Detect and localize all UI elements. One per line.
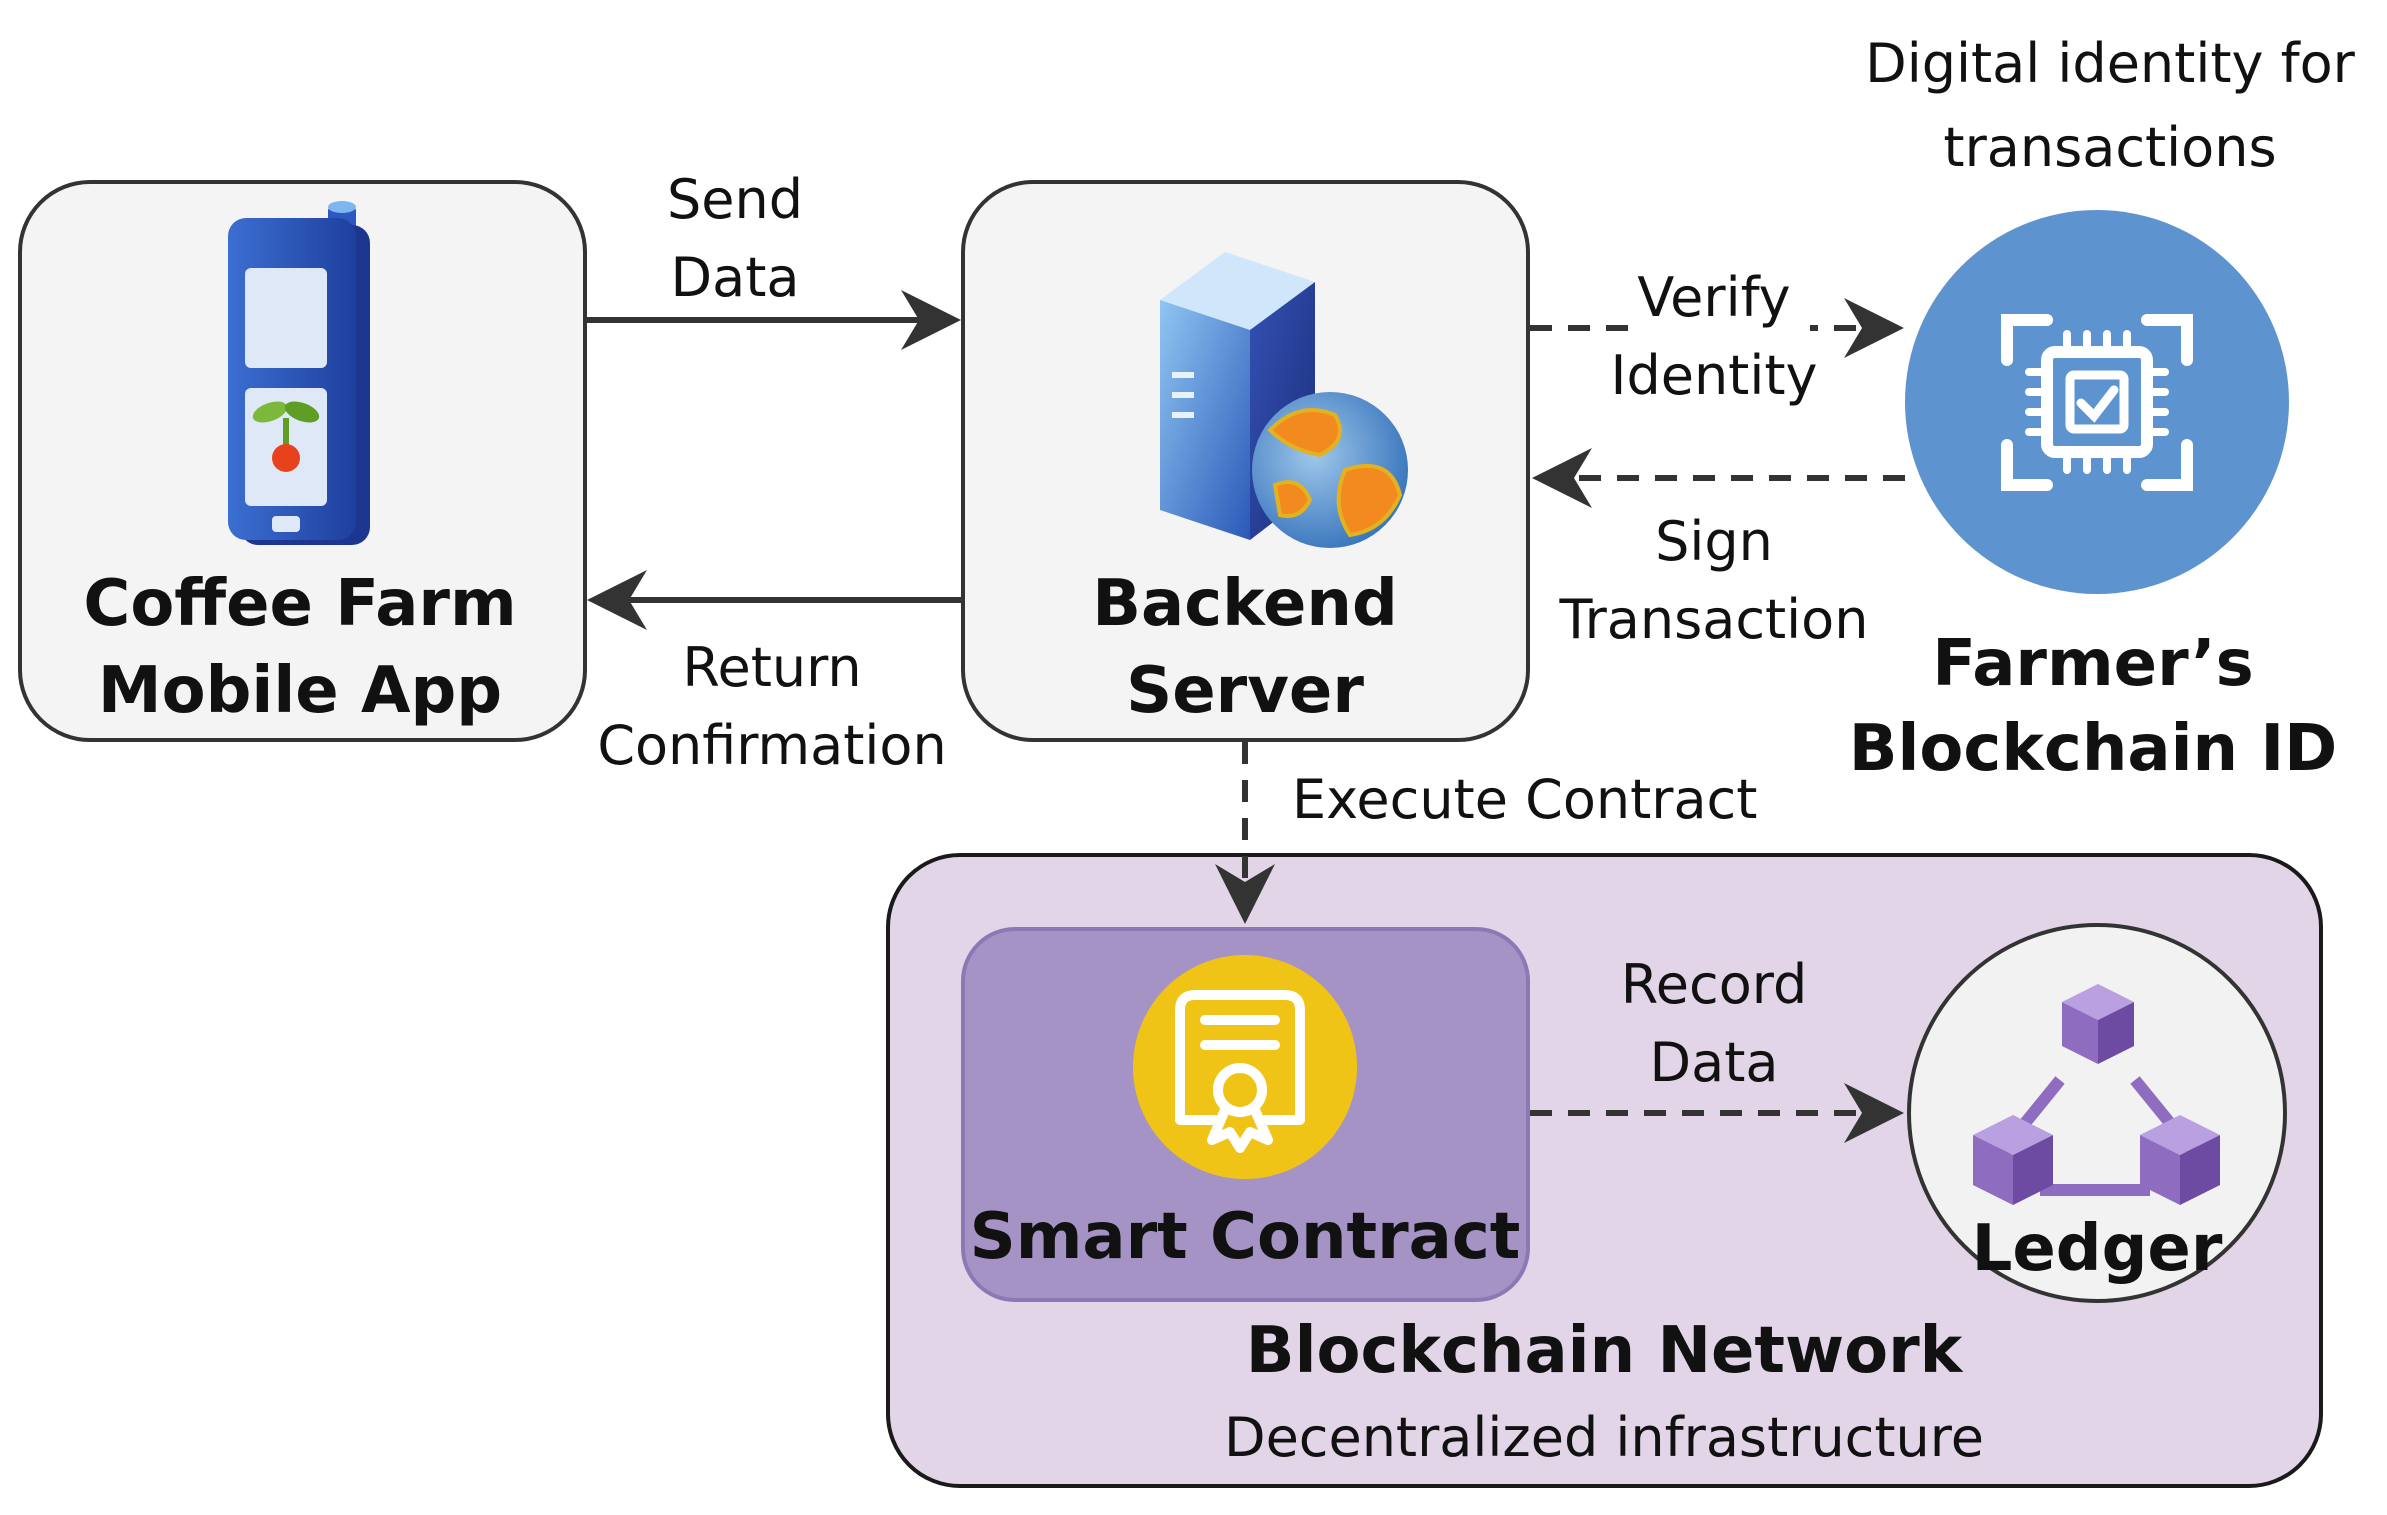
backend-label-line1: Backend [1092,567,1398,641]
blockchain-id-label-line2: Blockchain ID [1849,712,2338,786]
send-data-label-line2: Data [671,246,800,309]
edge-execute-contract: Execute Contract [1215,742,1757,924]
network-title: Blockchain Network [1246,1314,1964,1388]
network-subtitle: Decentralized infrastructure [1224,1406,1984,1469]
record-data-label-line1: Record [1621,953,1808,1016]
execute-contract-label: Execute Contract [1292,768,1757,831]
smart-contract-label: Smart Contract [970,1200,1521,1274]
ledger-cube-left [1973,1115,2053,1205]
sign-transaction-label-line1: Sign [1655,510,1773,573]
edge-record-data: Record Data [1530,953,1904,1143]
send-data-label-line1: Send [667,168,803,231]
edge-verify-identity: Verify Identity [1530,262,1904,408]
blockchain-id-circle [1905,210,2289,594]
verify-identity-label-line2: Identity [1611,344,1818,407]
blockchain-id-node[interactable]: Digital identity for transactions Farmer… [1849,32,2356,786]
blockchain-id-label-line1: Farmer’s [1932,627,2253,701]
ledger-cubes-icon [1973,984,2220,1205]
edge-send-data: Send Data [587,168,961,350]
smart-contract-node[interactable]: Smart Contract [961,927,1530,1302]
ledger-circle [1907,923,2287,1303]
edge-return-confirmation: Return Confirmation [587,570,961,777]
record-data-label-line2: Data [1650,1031,1779,1094]
backend-label-line2: Server [1126,654,1364,728]
sign-transaction-label-line2: Transaction [1559,588,1869,651]
backend-server-node[interactable]: Backend Server [961,180,1530,742]
verify-identity-label-bg [1630,262,1810,408]
ledger-cube-right [2140,1115,2220,1205]
ledger-node[interactable]: Ledger [1907,923,2287,1303]
chip-scan-icon [2001,314,2193,491]
mobile-app-label-line2: Mobile App [98,654,502,728]
mobile-app-label-line1: Coffee Farm [83,567,516,641]
digital-identity-note-line1: Digital identity for [1865,32,2356,95]
globe-icon [1252,392,1408,548]
mobile-app-node[interactable]: Coffee Farm Mobile App [18,180,587,742]
ledger-label: Ledger [1972,1212,2223,1286]
return-confirmation-label-line1: Return [682,636,861,699]
return-confirmation-label-line2: Confirmation [597,714,946,777]
verify-identity-label-line1: Verify [1637,266,1790,329]
digital-identity-note-line2: transactions [1943,116,2276,179]
certificate-icon [1175,990,1305,1153]
edge-sign-transaction: Sign Transaction [1532,448,1905,651]
ledger-cube-top [2062,984,2134,1064]
mobile-phone-icon [228,201,370,545]
